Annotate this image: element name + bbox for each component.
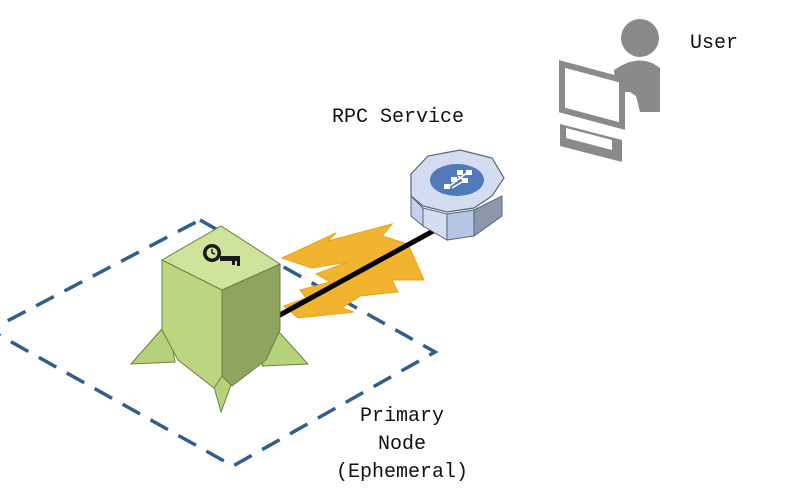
rpc-service-label: RPC Service xyxy=(332,106,465,129)
connector-line xyxy=(276,227,437,319)
octagonal-service-cylinder-icon xyxy=(410,149,505,241)
rocket-node-icon xyxy=(129,225,310,414)
user-label: User xyxy=(690,32,739,55)
primary-node-label-line-1: Primary xyxy=(359,405,444,428)
clock-key-icon xyxy=(203,244,240,266)
branching-flow-icon xyxy=(430,164,484,196)
primary-node-label-line-3: (Ephemeral) xyxy=(335,461,469,484)
primary-node-label: Primary Node (Ephemeral) xyxy=(312,403,492,487)
user-at-computer-icon xyxy=(559,19,660,162)
primary-node-label-line-2: Node xyxy=(377,433,426,456)
ephemeral-region-border xyxy=(0,218,439,469)
